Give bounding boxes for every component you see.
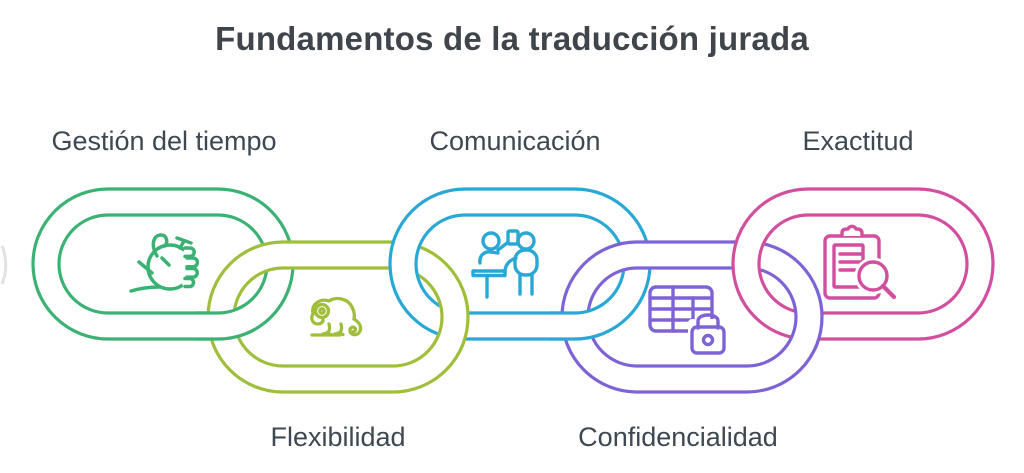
clipboard-magnifier-icon bbox=[823, 224, 897, 300]
label-flexibilidad: Flexibilidad bbox=[270, 422, 406, 452]
hand-stopwatch-icon bbox=[129, 233, 200, 293]
chain-link-exactitud bbox=[731, 187, 995, 341]
page-title: Fundamentos de la traducción jurada bbox=[215, 20, 809, 57]
table-lock-icon bbox=[648, 285, 730, 359]
label-gestion-del-tiempo: Gestión del tiempo bbox=[51, 126, 277, 156]
people-desk-icon bbox=[471, 229, 539, 299]
chain-link-gestion-del-tiempo bbox=[31, 187, 295, 341]
label-exactitud: Exactitud bbox=[802, 126, 914, 156]
chameleon-icon bbox=[310, 296, 363, 337]
label-comunicacion: Comunicación bbox=[429, 126, 601, 156]
edge-chain-fragment bbox=[0, 245, 8, 285]
label-confidencialidad: Confidencialidad bbox=[578, 422, 778, 452]
